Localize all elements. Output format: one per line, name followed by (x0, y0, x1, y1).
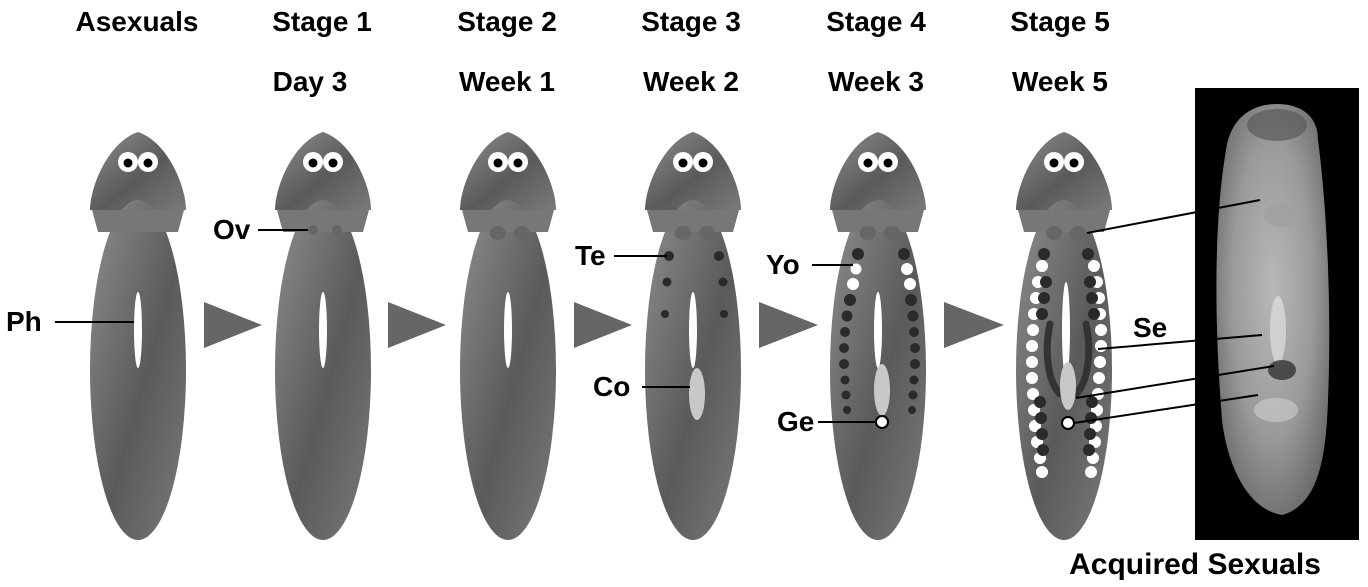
stage-subtitle-4: Week 3 (828, 66, 924, 97)
testis (664, 251, 674, 261)
label-copulatory: Co (593, 371, 631, 402)
stage-title-asexuals: Asexuals (75, 6, 199, 37)
arrow-icon (759, 302, 818, 348)
arrow-icon (388, 302, 446, 348)
stage-subtitle-2: Week 1 (459, 66, 555, 97)
stage-title-2: Stage 2 (457, 6, 557, 37)
stage-title-5: Stage 5 (1010, 6, 1110, 37)
copulatory-apparatus (689, 368, 705, 420)
stage-title-4: Stage 4 (826, 6, 926, 37)
ovary (308, 225, 318, 235)
stage-title-3: Stage 3 (641, 6, 741, 37)
worm-stage-5 (1016, 132, 1112, 540)
arrow-icon (204, 302, 262, 348)
stage-subtitle-5: Week 5 (1012, 66, 1108, 97)
label-pharynx: Ph (6, 306, 42, 337)
arrow-icon (574, 302, 632, 348)
label-yolk: Yo (766, 249, 800, 280)
worm-stage-4 (830, 132, 926, 540)
label-seminal-vesicle: Se (1133, 312, 1168, 343)
worm-stage-2 (460, 132, 556, 540)
arrow-icon (944, 302, 1004, 348)
photo-caption: Acquired Sexuals (1069, 548, 1321, 581)
worm-stage-1 (275, 132, 371, 540)
label-gonopore: Ge (777, 406, 815, 437)
label-testes: Te (575, 240, 606, 271)
worm-asexual (90, 132, 186, 540)
stage-subtitle-1: Day 3 (272, 66, 348, 97)
seminal-vesicle (1043, 320, 1064, 398)
gonopore (875, 415, 889, 429)
stage-subtitle-3: Week 2 (643, 66, 739, 97)
specimen-photo (1195, 88, 1359, 540)
label-ovary: Ov (213, 214, 251, 245)
pharynx (134, 292, 142, 368)
worm-stage-3 (645, 132, 741, 540)
stage-title-1: Stage 1 (272, 6, 372, 37)
